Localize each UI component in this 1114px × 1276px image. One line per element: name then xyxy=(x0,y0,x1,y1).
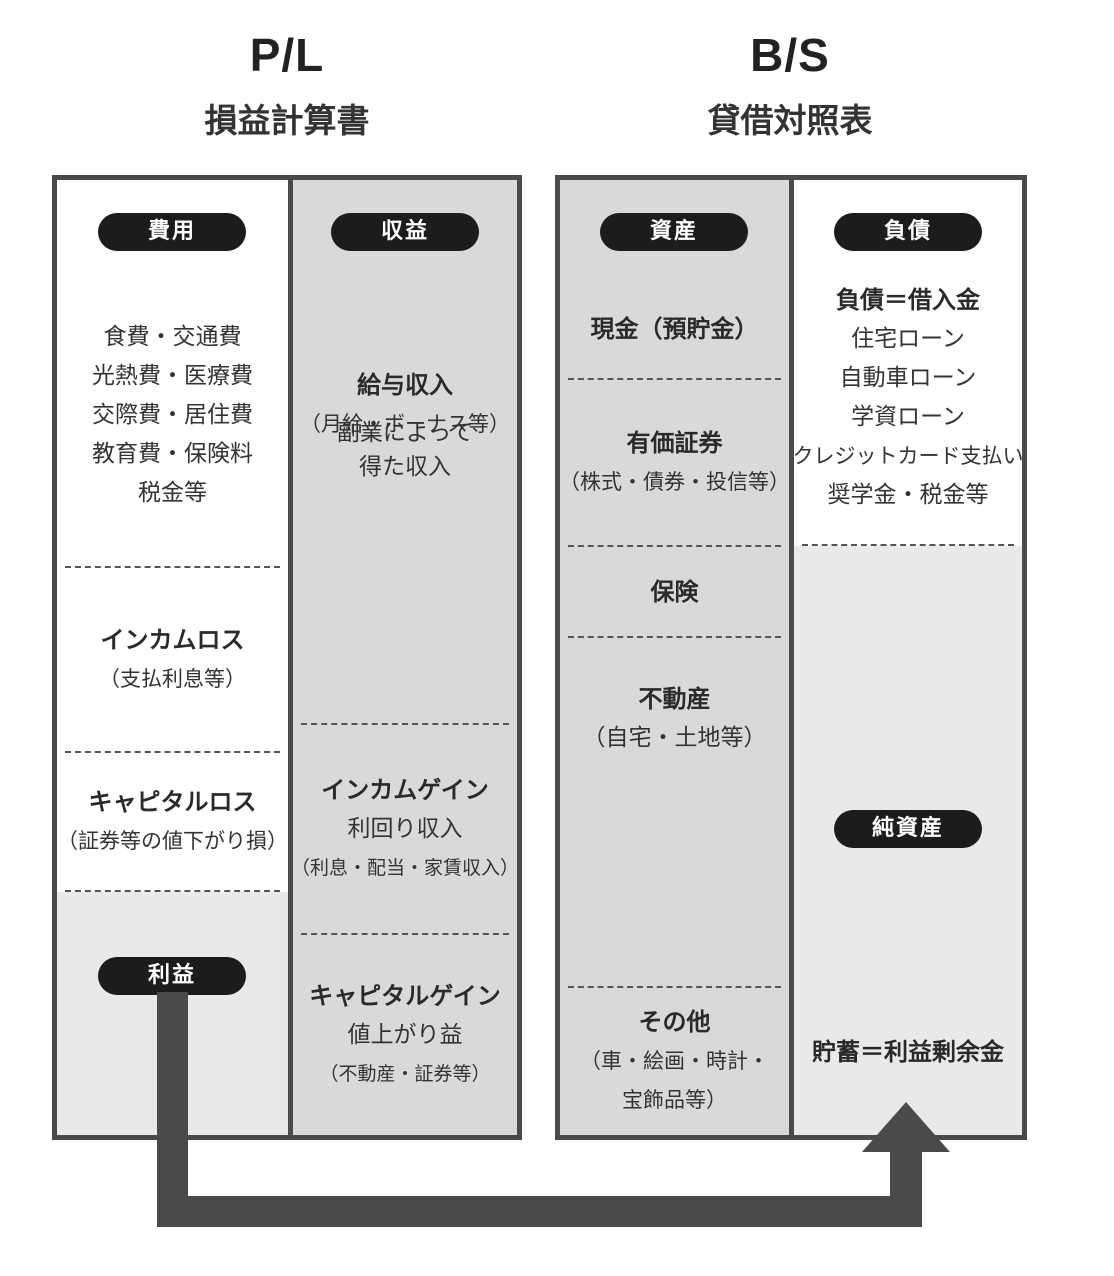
cash-label: 現金（預貯金） xyxy=(590,314,759,343)
expense-item: 光熱費・医療費 xyxy=(92,362,253,389)
column-divider xyxy=(789,180,794,1135)
liabilities-pill: 負債 xyxy=(834,213,982,251)
column-divider xyxy=(288,180,293,1135)
savings-section: 貯蓄＝利益剰余金 xyxy=(794,1030,1022,1074)
pl-title: P/L xyxy=(249,29,325,81)
capital-loss-sub: （証券等の値下がり損） xyxy=(57,829,288,853)
pl-expenses-column: 費用 食費・交通費 光熱費・医療費 交際費・居住費 教育費・保険料 税金等 イン… xyxy=(57,180,288,1135)
divider xyxy=(568,986,781,988)
capital-gain-section: キャピタルゲイン 値上がり益 （不動産・証券等） xyxy=(293,935,517,1135)
profit-pill: 利益 xyxy=(98,957,246,995)
income-gain-line2: 利回り収入 xyxy=(347,815,463,842)
bs-title: B/S xyxy=(750,29,830,81)
real-estate-section: 不動産 （自宅・土地等） xyxy=(560,680,789,790)
salary-sub: （月給・ボーナス等） xyxy=(300,412,510,436)
other-sub-2: 宝飾品等） xyxy=(622,1088,727,1112)
insurance-section: 保険 xyxy=(560,547,789,637)
divider xyxy=(65,890,280,892)
income-gain-sub: （利息・配当・家賃収入） xyxy=(293,856,517,879)
expense-item: 食費・交通費 xyxy=(103,323,242,350)
pl-box: 費用 食費・交通費 光熱費・医療費 交際費・居住費 教育費・保険料 税金等 イン… xyxy=(52,175,522,1140)
other-title: その他 xyxy=(638,1008,711,1036)
securities-sub: （株式・債券・投信等） xyxy=(560,470,789,494)
insurance-label: 保険 xyxy=(650,577,699,606)
liability-item: 学資ローン xyxy=(851,404,965,430)
net-assets-pill: 純資産 xyxy=(834,810,982,848)
assets-pill: 資産 xyxy=(600,213,748,251)
income-gain-title: インカムゲイン xyxy=(321,775,489,804)
savings-label: 貯蓄＝利益剰余金 xyxy=(812,1037,1004,1066)
divider xyxy=(65,751,280,753)
divider xyxy=(568,545,781,547)
liabilities-section: 負債＝借入金 住宅ローン 自動車ローン 学資ローン クレジットカード支払い 奨学… xyxy=(794,278,1022,518)
arrow-shape xyxy=(157,992,950,1227)
capital-loss-title: キャピタルロス xyxy=(88,788,257,816)
divider xyxy=(65,566,280,568)
securities-section: 有価証券 （株式・債券・投信等） xyxy=(560,380,789,546)
pl-revenue-column: 収益 給与収入 （月給・ボーナス等） 副業によって 得た収入 インカムゲイン 利… xyxy=(293,180,517,1135)
divider xyxy=(802,544,1014,546)
capital-gain-line2: 値上がり益 xyxy=(347,1021,463,1048)
expense-item: 交際費・居住費 xyxy=(92,401,253,428)
salary-section: 給与収入 （月給・ボーナス等） xyxy=(293,330,517,480)
divider xyxy=(301,933,509,935)
other-sub-1: （車・絵画・時計・ xyxy=(580,1049,769,1073)
securities-title: 有価証券 xyxy=(626,429,723,457)
liability-item: クレジットカード支払い xyxy=(794,444,1022,468)
income-loss-title: インカムロス xyxy=(100,626,245,654)
side-income-section: 副業によって 得た収入 xyxy=(293,410,517,490)
revenue-pill: 収益 xyxy=(331,213,479,251)
bs-liabilities-column: 負債 負債＝借入金 住宅ローン 自動車ローン 学資ローン クレジットカード支払い… xyxy=(794,180,1022,1135)
expenses-pill: 費用 xyxy=(98,213,246,251)
real-estate-sub: （自宅・土地等） xyxy=(582,725,767,751)
income-loss-section: インカムロス （支払利息等） xyxy=(57,568,288,752)
divider xyxy=(568,378,781,380)
capital-gain-title: キャピタルゲイン xyxy=(309,981,501,1010)
divider xyxy=(568,636,781,638)
bs-assets-column: 資産 現金（預貯金） 有価証券 （株式・債券・投信等） 保険 不動産 （自宅・土… xyxy=(560,180,789,1135)
divider xyxy=(301,723,509,725)
expenses-items: 食費・交通費 光熱費・医療費 交際費・居住費 教育費・保険料 税金等 xyxy=(57,300,288,530)
side-income-line2: 得た収入 xyxy=(359,454,451,480)
bs-box: 資産 現金（預貯金） 有価証券 （株式・債券・投信等） 保険 不動産 （自宅・土… xyxy=(555,175,1027,1140)
pl-subtitle: 損益計算書 xyxy=(204,101,370,140)
liability-item: 奨学金・税金等 xyxy=(827,482,989,508)
expense-item: 教育費・保険料 xyxy=(92,440,253,467)
liability-item: 住宅ローン xyxy=(851,326,965,352)
capital-loss-section: キャピタルロス （証券等の値下がり損） xyxy=(57,753,288,891)
bs-subtitle: 貸借対照表 xyxy=(707,101,873,140)
real-estate-title: 不動産 xyxy=(638,685,711,713)
income-loss-sub: （支払利息等） xyxy=(99,667,246,691)
salary-title: 給与収入 xyxy=(357,371,453,399)
side-income-line1: 副業によって xyxy=(336,420,474,446)
income-gain-section: インカムゲイン 利回り収入 （利息・配当・家賃収入） xyxy=(293,725,517,933)
liabilities-title: 負債＝借入金 xyxy=(836,286,980,314)
liability-item: 自動車ローン xyxy=(839,365,977,391)
expense-item: 税金等 xyxy=(138,479,207,506)
capital-gain-sub: （不動産・証券等） xyxy=(319,1062,491,1085)
cash-section: 現金（預貯金） xyxy=(560,280,789,378)
other-section: その他 （車・絵画・時計・ 宝飾品等） xyxy=(560,988,789,1135)
